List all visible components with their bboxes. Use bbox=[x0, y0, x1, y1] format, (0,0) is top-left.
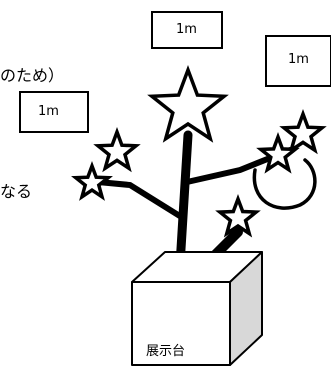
label-top: 1m bbox=[176, 22, 197, 37]
stars bbox=[71, 65, 327, 238]
label-left: 1m bbox=[38, 104, 59, 119]
stand-front bbox=[131, 281, 231, 366]
branch-left bbox=[95, 179, 186, 221]
star-top bbox=[147, 65, 229, 143]
base-label: 展示台 bbox=[146, 344, 186, 359]
label-box-left bbox=[19, 91, 89, 133]
star-right-lower bbox=[256, 131, 300, 174]
branch-loop bbox=[252, 158, 317, 210]
star-left-lower bbox=[71, 161, 113, 201]
text-fragment-mid: なる bbox=[0, 182, 33, 201]
trunk bbox=[175, 130, 193, 270]
star-left-upper bbox=[93, 126, 141, 173]
label-box-right bbox=[265, 35, 331, 87]
star-lower bbox=[215, 194, 261, 238]
display-stand bbox=[131, 251, 263, 366]
star-right-upper bbox=[279, 108, 327, 155]
text-fragment-top: のため） bbox=[0, 66, 65, 85]
label-right: 1m bbox=[288, 52, 309, 67]
label-box-top bbox=[151, 11, 223, 49]
